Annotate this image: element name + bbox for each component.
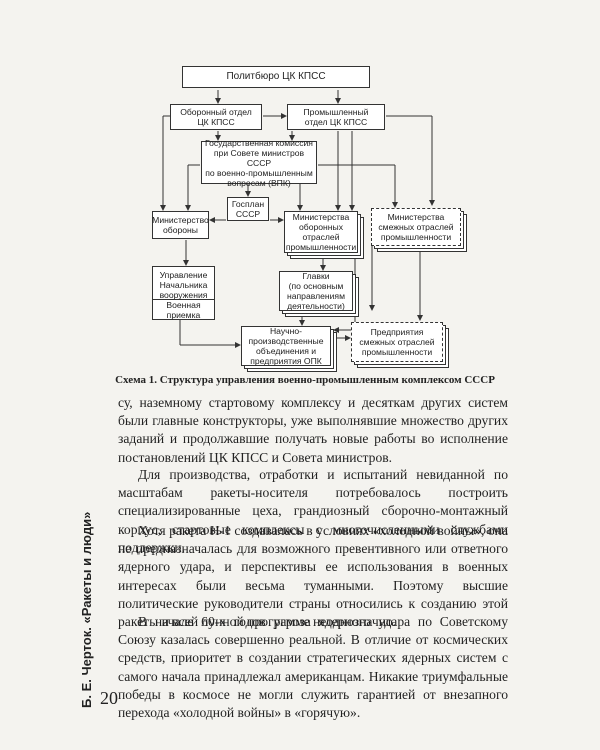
node-politburo: Политбюро ЦК КПСС <box>182 66 370 88</box>
figure-caption: Схема 1. Структура управления военно-про… <box>115 374 495 386</box>
node-gosplan: Госплан СССР <box>227 197 269 221</box>
page-number: 20 <box>100 688 118 708</box>
paragraph-4: В начале 60-х годов угроза ядерного удар… <box>118 614 508 721</box>
node-defense-department: Оборонный отдел ЦК КПСС <box>170 104 262 130</box>
node-vpk: Государственная комиссия при Совете мини… <box>201 138 317 188</box>
military-acceptance-label: Военная приемка <box>153 299 214 320</box>
running-side-title: Б. Е. Черток. «Ракеты и люди» <box>79 511 94 708</box>
paragraph-3: Хотя ракета Н-1 создавалась в условиях «… <box>118 523 508 630</box>
node-related-enterprises: Предприятия смежных отраслей промышленно… <box>351 322 443 362</box>
paragraph-1: су, наземному стартовому комплексу и дес… <box>118 395 508 465</box>
node-min-defense: Министерство обороны <box>152 211 209 239</box>
paragraph-2: Для производства, отработки и испытаний … <box>118 467 508 555</box>
node-industry-department: Промышленный отдел ЦК КПСС <box>287 104 385 130</box>
armaments-chief-label: Управление Начальника вооружения <box>159 270 208 300</box>
node-armaments-chief: Управление Начальника вооружения Военная… <box>152 266 215 320</box>
node-min-defense-industry: Министерства оборонных отраслей промышле… <box>284 211 358 253</box>
node-glavki: Главки (по основным направлениям деятель… <box>279 271 353 311</box>
diagram-connectors <box>160 90 435 348</box>
management-structure-diagram: Политбюро ЦК КПСС Оборонный отдел ЦК КПС… <box>152 66 461 366</box>
node-min-related-industry: Министерства смежных отраслей промышленн… <box>371 208 461 246</box>
node-research-enterprises: Научно- производственные объединения и п… <box>241 326 331 366</box>
